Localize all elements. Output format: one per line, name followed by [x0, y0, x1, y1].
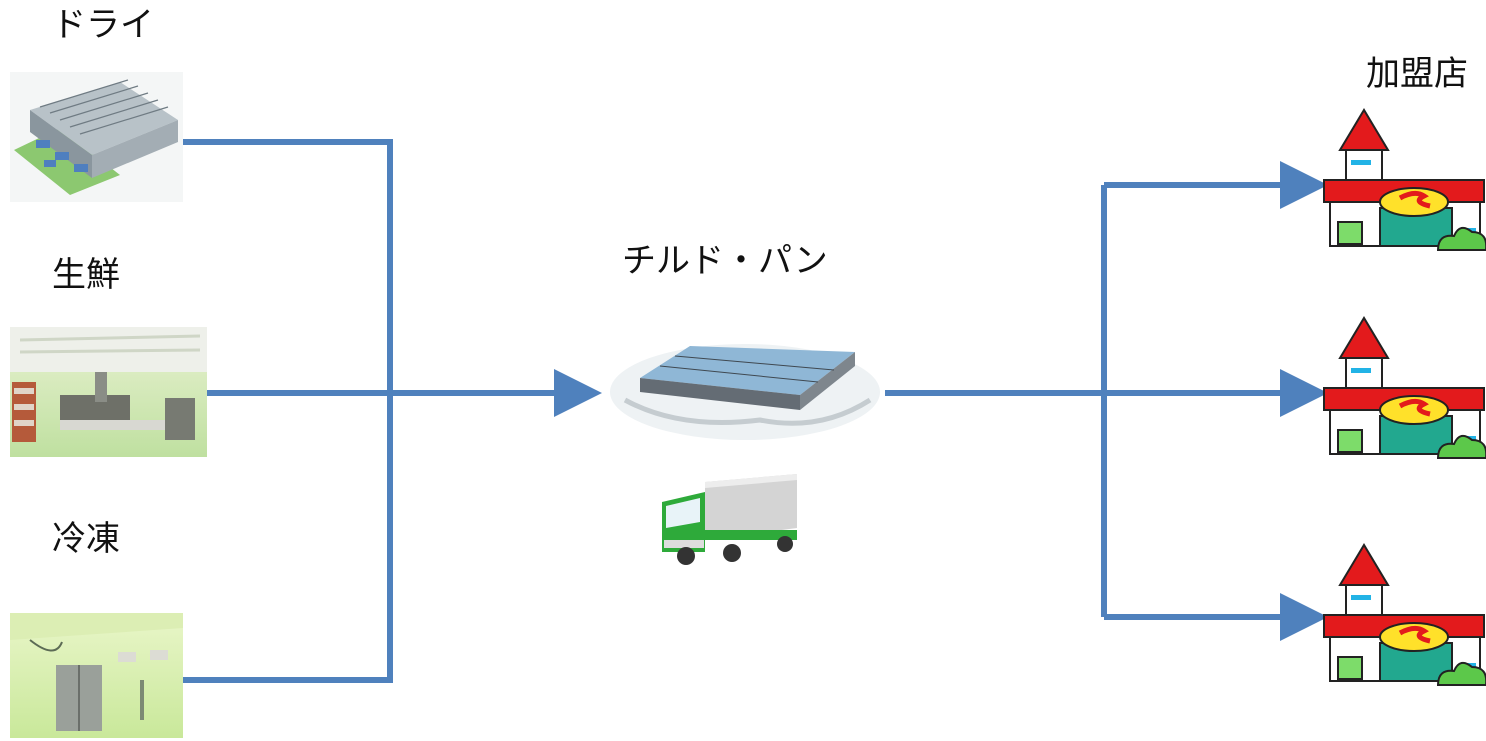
warehouse-icon: [10, 72, 183, 202]
convenience-store-icon: [1323, 108, 1486, 251]
distribution-center-icon: [610, 344, 880, 440]
source-label-frozen: 冷凍: [52, 519, 120, 559]
delivery-truck-icon: [662, 474, 797, 565]
convenience-store-icon: [1323, 543, 1486, 686]
connector-lines: [183, 139, 1328, 683]
destination-label: 加盟店: [1366, 54, 1468, 94]
source-label-dry: ドライ: [52, 5, 154, 45]
fresh-food-facility-icon: [10, 327, 207, 457]
source-label-fresh: 生鮮: [52, 255, 120, 295]
convenience-store-icon: [1323, 316, 1486, 459]
freezer-room-icon: [10, 613, 183, 738]
center-label: チルド・パン: [622, 241, 828, 281]
